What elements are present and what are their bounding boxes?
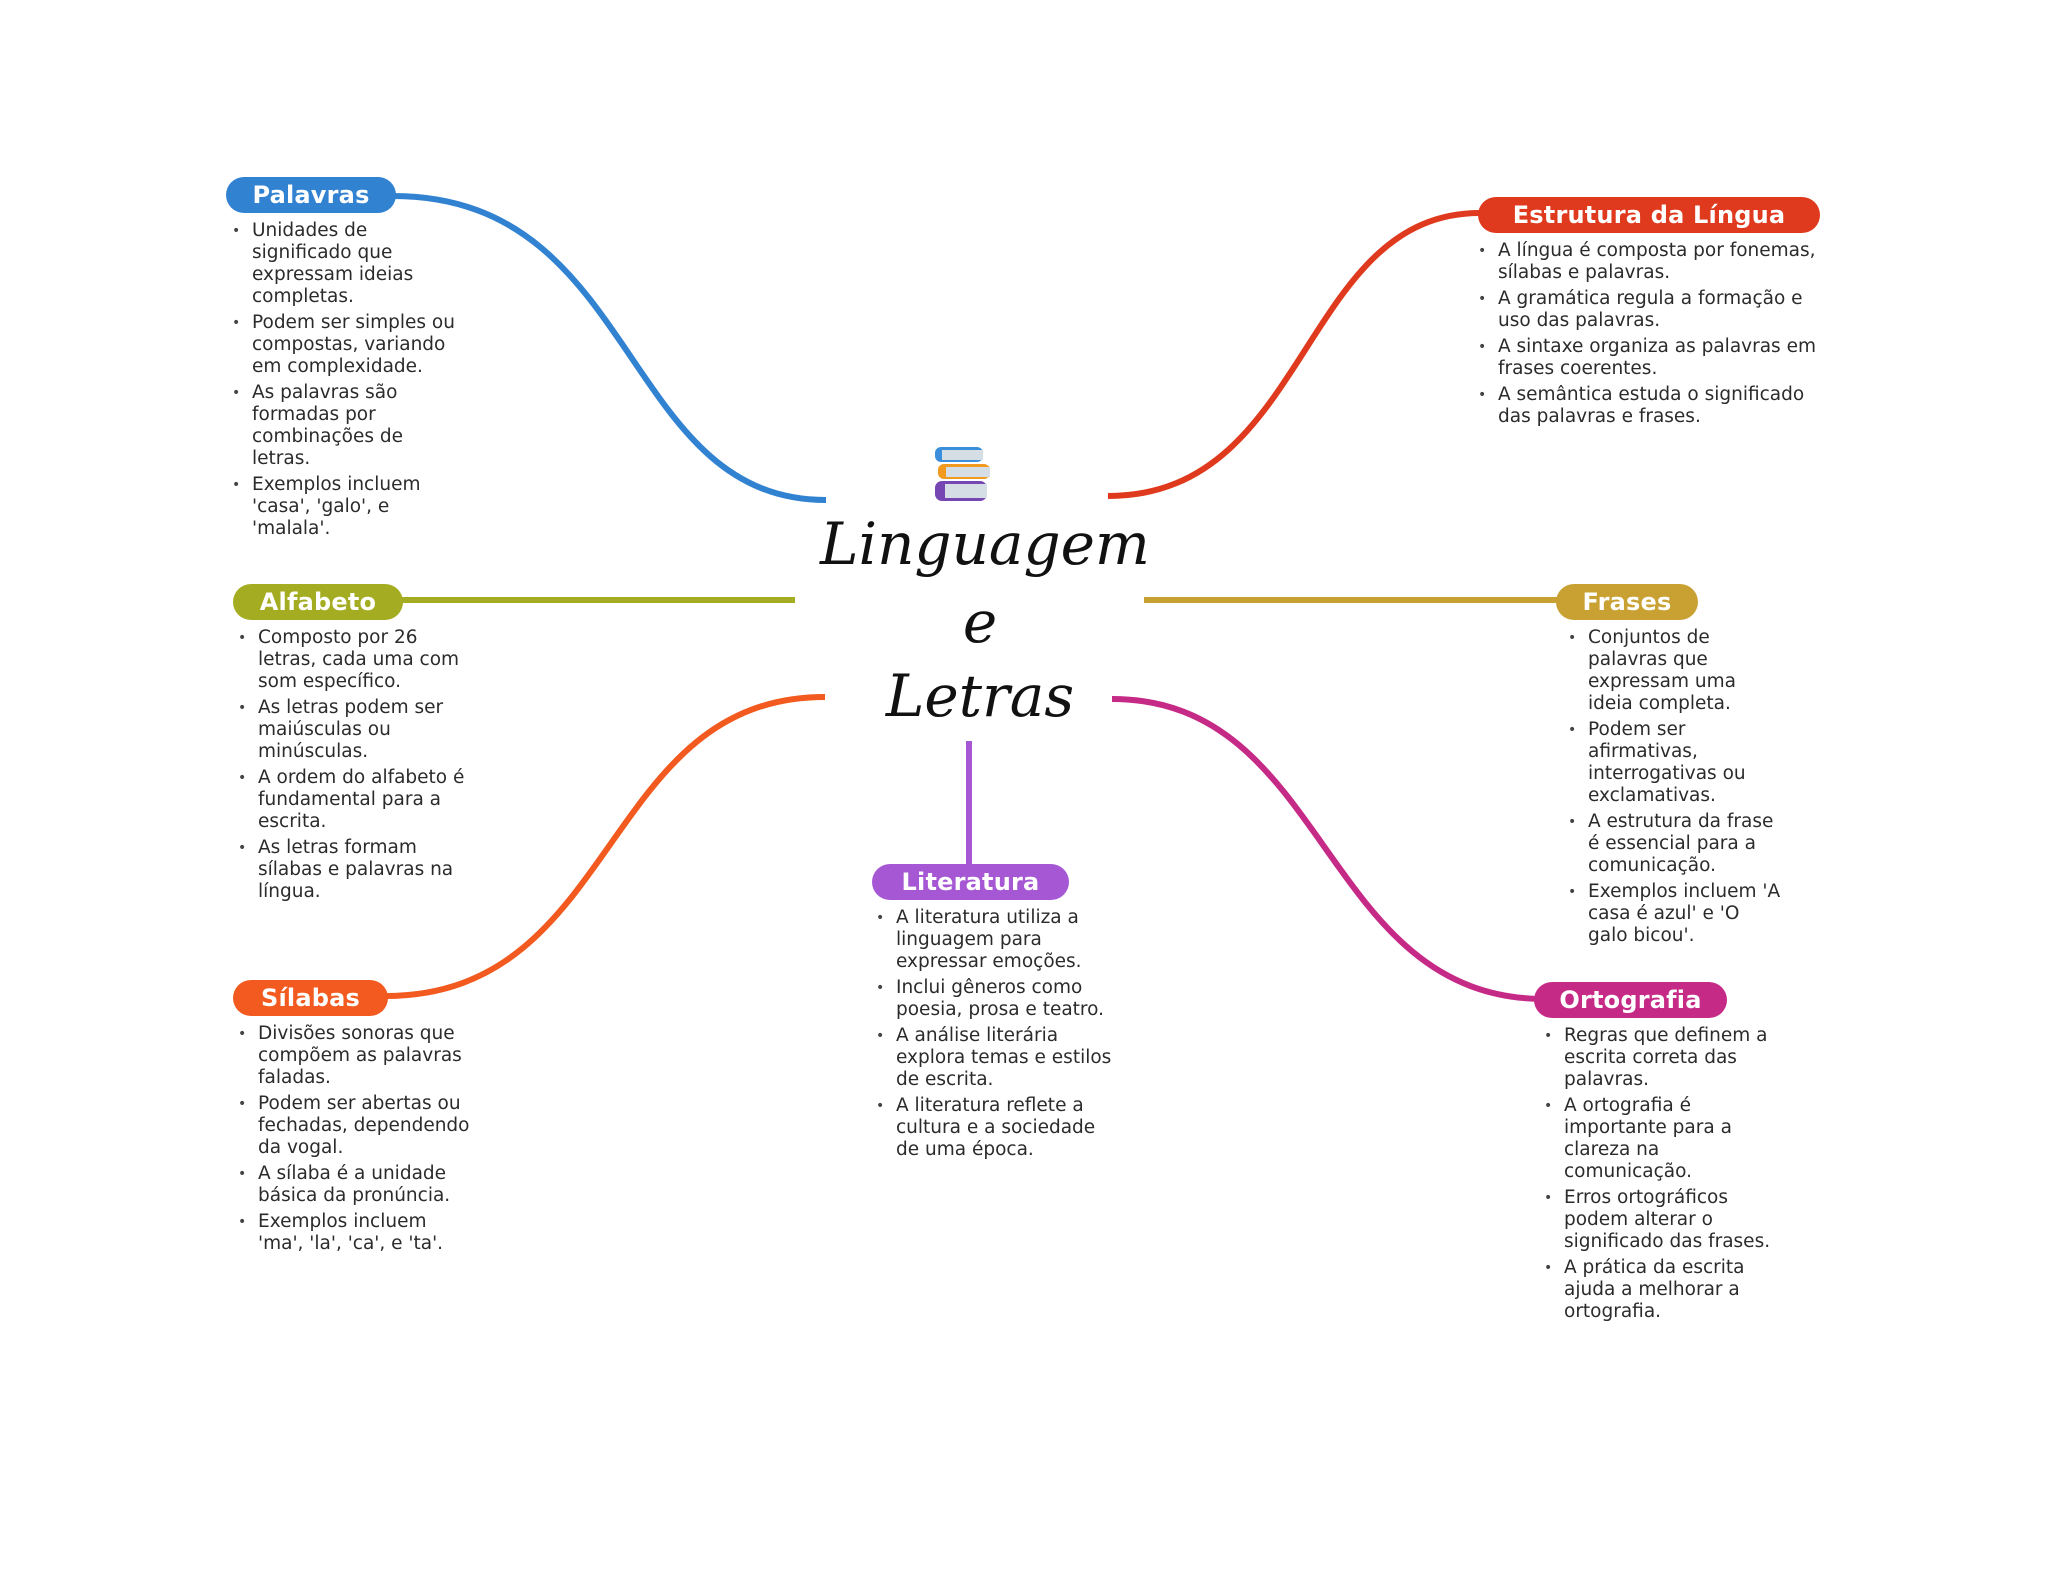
note-item: Inclui gêneros como poesia, prosa e teat…	[872, 977, 1112, 1021]
note-item: A sintaxe organiza as palavras em frases…	[1474, 336, 1824, 380]
note-item: Podem ser simples ou compostas, variando…	[228, 312, 458, 378]
note-item: Exemplos incluem 'ma', 'la', 'ca', e 'ta…	[234, 1211, 474, 1255]
note-item: Exemplos incluem 'casa', 'galo', e 'mala…	[228, 474, 458, 540]
note-item: As letras podem ser maiúsculas ou minúsc…	[234, 697, 474, 763]
note-item: As palavras são formadas por combinações…	[228, 382, 458, 470]
central-title-line-3: Letras	[885, 662, 1075, 730]
branch-ortografia[interactable]: Ortografia	[1534, 982, 1727, 1018]
branch-alfabeto-notes: Composto por 26 letras, cada uma com som…	[234, 627, 474, 907]
note-item: Divisões sonoras que compõem as palavras…	[234, 1023, 474, 1089]
central-title-line-2: e	[962, 588, 998, 656]
branch-palavras[interactable]: Palavras	[226, 177, 396, 213]
branch-frases-notes: Conjuntos de palavras que expressam uma …	[1564, 627, 1784, 951]
note-item: A gramática regula a formação e uso das …	[1474, 288, 1824, 332]
branch-estrutura-da-lingua[interactable]: Estrutura da Língua	[1478, 197, 1820, 233]
branch-frases[interactable]: Frases	[1556, 584, 1698, 620]
branch-estrutura-notes: A língua é composta por fonemas, sílabas…	[1474, 240, 1824, 432]
branch-silabas[interactable]: Sílabas	[233, 980, 388, 1016]
central-topic[interactable]: Linguagem e Letras	[820, 430, 1150, 750]
branch-ortografia-notes: Regras que definem a escrita correta das…	[1540, 1025, 1790, 1327]
branch-literatura-notes: A literatura utiliza a linguagem para ex…	[872, 907, 1112, 1165]
note-item: A literatura utiliza a linguagem para ex…	[872, 907, 1112, 973]
central-title-line-1: Linguagem	[820, 510, 1150, 578]
note-item: Erros ortográficos podem alterar o signi…	[1540, 1187, 1790, 1253]
branch-silabas-notes: Divisões sonoras que compõem as palavras…	[234, 1023, 474, 1259]
note-item: A semântica estuda o significado das pal…	[1474, 384, 1824, 428]
note-item: A sílaba é a unidade básica da pronúncia…	[234, 1163, 474, 1207]
note-item: A literatura reflete a cultura e a socie…	[872, 1095, 1112, 1161]
note-item: As letras formam sílabas e palavras na l…	[234, 837, 474, 903]
connector-silabas	[384, 694, 826, 999]
note-item: A língua é composta por fonemas, sílabas…	[1474, 240, 1824, 284]
note-item: Podem ser abertas ou fechadas, dependend…	[234, 1093, 474, 1159]
connector-palavras	[392, 193, 827, 503]
note-item: A ortografia é importante para a clareza…	[1540, 1095, 1790, 1183]
note-item: A prática da escrita ajuda a melhorar a …	[1540, 1257, 1790, 1323]
note-item: Podem ser afirmativas, interrogativas ou…	[1564, 719, 1784, 807]
note-item: Conjuntos de palavras que expressam uma …	[1564, 627, 1784, 715]
note-item: A ordem do alfabeto é fundamental para a…	[234, 767, 474, 833]
connector-estrutura	[1107, 210, 1481, 499]
branch-palavras-notes: Unidades de significado que expressam id…	[228, 220, 458, 544]
note-item: A estrutura da frase é essencial para a …	[1564, 811, 1784, 877]
note-item: A análise literária explora temas e esti…	[872, 1025, 1112, 1091]
connector-ortografia	[1111, 696, 1546, 1002]
note-item: Composto por 26 letras, cada uma com som…	[234, 627, 474, 693]
note-item: Exemplos incluem 'A casa é azul' e 'O ga…	[1564, 881, 1784, 947]
books-icon	[935, 447, 990, 501]
note-item: Unidades de significado que expressam id…	[228, 220, 458, 308]
note-item: Regras que definem a escrita correta das…	[1540, 1025, 1790, 1091]
branch-literatura[interactable]: Literatura	[872, 864, 1069, 900]
branch-alfabeto[interactable]: Alfabeto	[233, 584, 403, 620]
